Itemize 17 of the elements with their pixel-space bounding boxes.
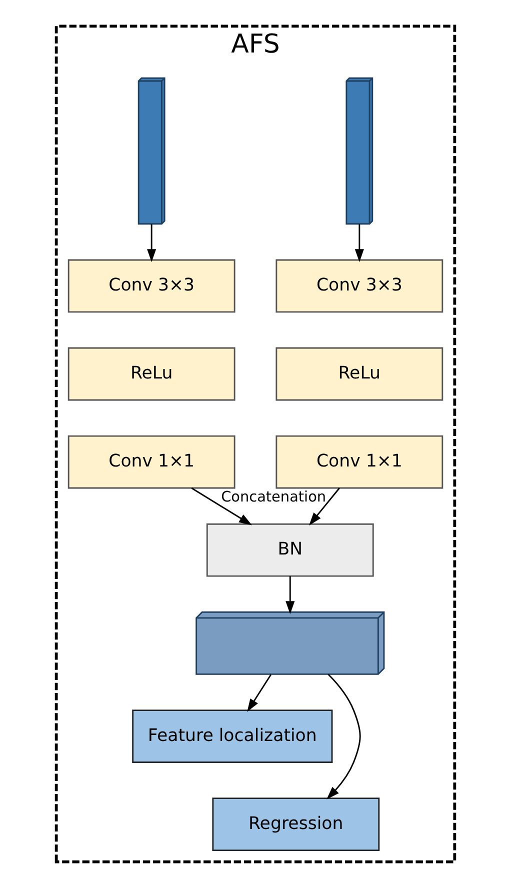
arrow — [147, 224, 156, 262]
node-box: Conv 3×3 — [276, 259, 444, 313]
node-box: ReLu — [276, 347, 444, 401]
arrow — [286, 576, 295, 614]
arrow — [326, 674, 361, 800]
arrow — [354, 224, 364, 262]
node-box: BN — [206, 523, 374, 577]
node-box: Regression — [212, 798, 380, 852]
node-box: Conv 3×3 — [68, 259, 236, 313]
node-box: ReLu — [68, 347, 236, 401]
node-box: Conv 1×1 — [68, 435, 236, 489]
node-box: Feature localization — [132, 710, 333, 763]
node-box: Conv 1×1 — [276, 435, 444, 489]
arrow — [309, 488, 340, 526]
arrow — [191, 488, 252, 526]
arrow — [247, 674, 272, 712]
edge-label: Concatenation — [221, 490, 326, 506]
